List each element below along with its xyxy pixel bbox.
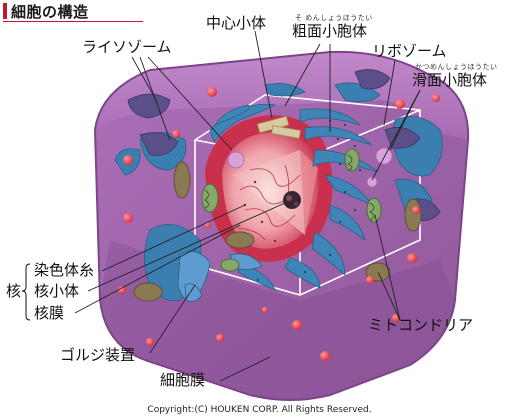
mitochondria [133, 148, 422, 302]
label-ribosome: リボゾーム [372, 42, 447, 60]
label-lysosome: ライソゾーム [82, 38, 172, 56]
label-centrosome: 中心小体 [206, 14, 267, 32]
nucleolus [283, 191, 301, 209]
ruby-smooth-er: かつめんしょうほうたい [415, 63, 498, 71]
label-rough-er: 粗面小胞体 [292, 22, 368, 40]
page-title: 細胞の構造 [11, 3, 89, 21]
label-golgi: ゴルジ装置 [60, 346, 136, 364]
centrosome [256, 115, 301, 139]
ruby-rough-er: そ めんしょうほうたい [295, 14, 373, 22]
golgi-apparatus [177, 250, 263, 303]
label-nucleus-group: 核 [6, 282, 22, 300]
label-cell-membrane: 細胞膜 [160, 371, 206, 389]
label-nuclear-membrane: 核膜 [34, 304, 65, 322]
rough-er [209, 103, 379, 291]
label-chromatin: 染色体糸 [34, 261, 95, 279]
copyright-notice: Copyright:(C) HOUKEN CORP. All Rights Re… [147, 405, 372, 415]
red-granules [118, 87, 440, 361]
label-mitochondria: ミトコンドリア [368, 316, 474, 334]
label-smooth-er: 滑面小胞体 [412, 71, 488, 89]
title-bar: 細胞の構造 [0, 0, 145, 22]
nucleus [205, 115, 333, 262]
title-accent-bar [3, 3, 7, 19]
leader-lines [74, 30, 421, 382]
title-underline [3, 21, 143, 22]
nucleus-bracket [21, 263, 31, 321]
label-nucleolus: 核小体 [34, 282, 80, 300]
ribosome-dots [256, 119, 362, 282]
lysosome-vesicles [227, 147, 393, 188]
